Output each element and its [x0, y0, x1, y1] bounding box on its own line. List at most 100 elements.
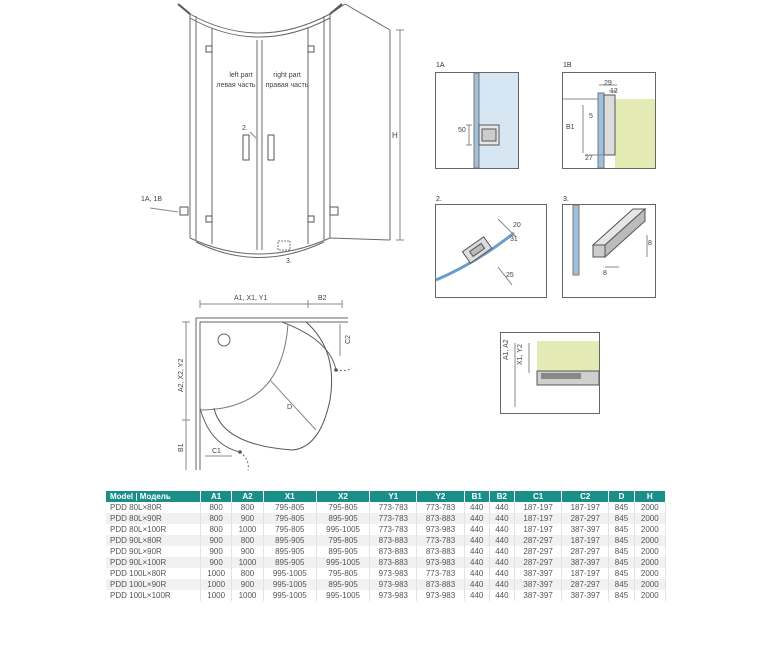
cell-y1: 973-983 — [369, 590, 418, 601]
cell-c1: 287-297 — [514, 546, 563, 557]
table-header-row: Model | Модель A1 A2 X1 X2 Y1 Y2 B1 B2 C… — [106, 491, 667, 502]
front-view-drawing — [149, 3, 404, 258]
cell-x1: 795-805 — [263, 502, 317, 513]
plan-view-drawing — [182, 300, 353, 471]
cell-c1: 187-197 — [514, 513, 563, 524]
cell-a2: 900 — [231, 579, 264, 590]
detail-side-dim-x: X1, Y2 — [517, 344, 524, 365]
cell-a1: 800 — [200, 524, 233, 535]
header-y1: Y1 — [369, 491, 418, 502]
cell-a2: 800 — [231, 502, 264, 513]
cell-a2: 800 — [231, 568, 264, 579]
cell-h: 2000 — [634, 557, 667, 568]
detail-1b-dim-b1: B1 — [566, 124, 575, 131]
cell-a1: 800 — [200, 513, 233, 524]
cell-b2: 440 — [489, 590, 516, 601]
handle-callout: 2. — [242, 125, 248, 132]
cell-b1: 440 — [464, 502, 490, 513]
cell-b1: 440 — [464, 590, 490, 601]
cell-d: 845 — [608, 513, 635, 524]
cell-x1: 795-805 — [263, 524, 317, 535]
detail-1b — [562, 72, 656, 169]
cell-y1: 773-783 — [369, 524, 418, 535]
detail-1b-dim-12: 12 — [610, 88, 618, 95]
right-part-label-en: right part — [273, 72, 301, 79]
hinge-callout: 1A, 1B — [141, 196, 163, 203]
cell-x2: 795-805 — [316, 502, 371, 513]
cell-c1: 387-397 — [514, 568, 563, 579]
cell-x1: 895-905 — [263, 546, 317, 557]
detail-1a-tag: 1A — [436, 62, 445, 69]
cell-y1: 873-883 — [369, 557, 418, 568]
header-b2: B2 — [489, 491, 516, 502]
cell-x2: 895-905 — [316, 513, 371, 524]
cell-b1: 440 — [464, 535, 490, 546]
cell-c2: 287-297 — [561, 546, 610, 557]
cell-y2: 973-983 — [416, 590, 465, 601]
cell-c2: 387-397 — [561, 557, 610, 568]
header-model: Model | Модель — [106, 491, 201, 502]
corner-callout: 3. — [286, 258, 292, 265]
cell-model: PDD 80L×80R — [106, 502, 201, 513]
plan-b1-label: B1 — [178, 443, 185, 452]
cell-x2: 895-905 — [316, 579, 371, 590]
plan-c2-label: C2 — [345, 335, 352, 344]
cell-b2: 440 — [489, 513, 516, 524]
detail-1b-dim-5: 5 — [589, 113, 593, 120]
detail-3-dim-w: 8 — [603, 270, 607, 277]
cell-a1: 1000 — [200, 579, 233, 590]
header-c2: C2 — [561, 491, 610, 502]
cell-x1: 795-805 — [263, 513, 317, 524]
detail-1b-dim-29: 29 — [604, 80, 612, 87]
plan-d-label: D — [287, 404, 293, 411]
cell-c2: 187-197 — [561, 535, 610, 546]
cell-x2: 795-805 — [316, 568, 371, 579]
cell-b2: 440 — [489, 535, 516, 546]
cell-a2: 800 — [231, 535, 264, 546]
cell-model: PDD 90L×90R — [106, 546, 201, 557]
cell-a1: 1000 — [200, 568, 233, 579]
left-part-label-en: left part — [229, 72, 253, 79]
cell-model: PDD 100L×90R — [106, 579, 201, 590]
cell-c2: 387-397 — [561, 524, 610, 535]
cell-x1: 995-1005 — [263, 590, 317, 601]
detail-2-dim-31: 31 — [510, 236, 518, 243]
left-part-label-ru: левая часть — [216, 82, 256, 89]
detail-1b-tag: 1B — [563, 62, 572, 69]
cell-x1: 895-905 — [263, 557, 317, 568]
cell-d: 845 — [608, 579, 635, 590]
detail-1b-dim-27: 27 — [585, 155, 593, 162]
cell-h: 2000 — [634, 590, 667, 601]
cell-d: 845 — [608, 502, 635, 513]
cell-a2: 1000 — [231, 524, 264, 535]
detail-1a — [435, 72, 519, 169]
cell-h: 2000 — [634, 524, 667, 535]
cell-c1: 187-197 — [514, 524, 563, 535]
header-x2: X2 — [316, 491, 371, 502]
header-d: D — [608, 491, 635, 502]
cell-b2: 440 — [489, 502, 516, 513]
header-x1: X1 — [263, 491, 317, 502]
detail-2 — [435, 204, 547, 298]
cell-h: 2000 — [634, 535, 667, 546]
cell-y1: 773-783 — [369, 513, 418, 524]
plan-c1-label: C1 — [212, 448, 221, 455]
cell-b1: 440 — [464, 568, 490, 579]
cell-c2: 287-297 — [561, 513, 610, 524]
header-a1: A1 — [200, 491, 233, 502]
cell-b1: 440 — [464, 546, 490, 557]
cell-x2: 995-1005 — [316, 590, 371, 601]
cell-a1: 900 — [200, 557, 233, 568]
cell-c2: 187-197 — [561, 502, 610, 513]
cell-model: PDD 90L×100R — [106, 557, 201, 568]
detail-3-dim-h: 8 — [648, 240, 652, 247]
cell-c2: 387-397 — [561, 590, 610, 601]
cell-x1: 995-1005 — [263, 568, 317, 579]
cell-y1: 873-883 — [369, 535, 418, 546]
detail-3-tag: 3. — [563, 196, 569, 203]
